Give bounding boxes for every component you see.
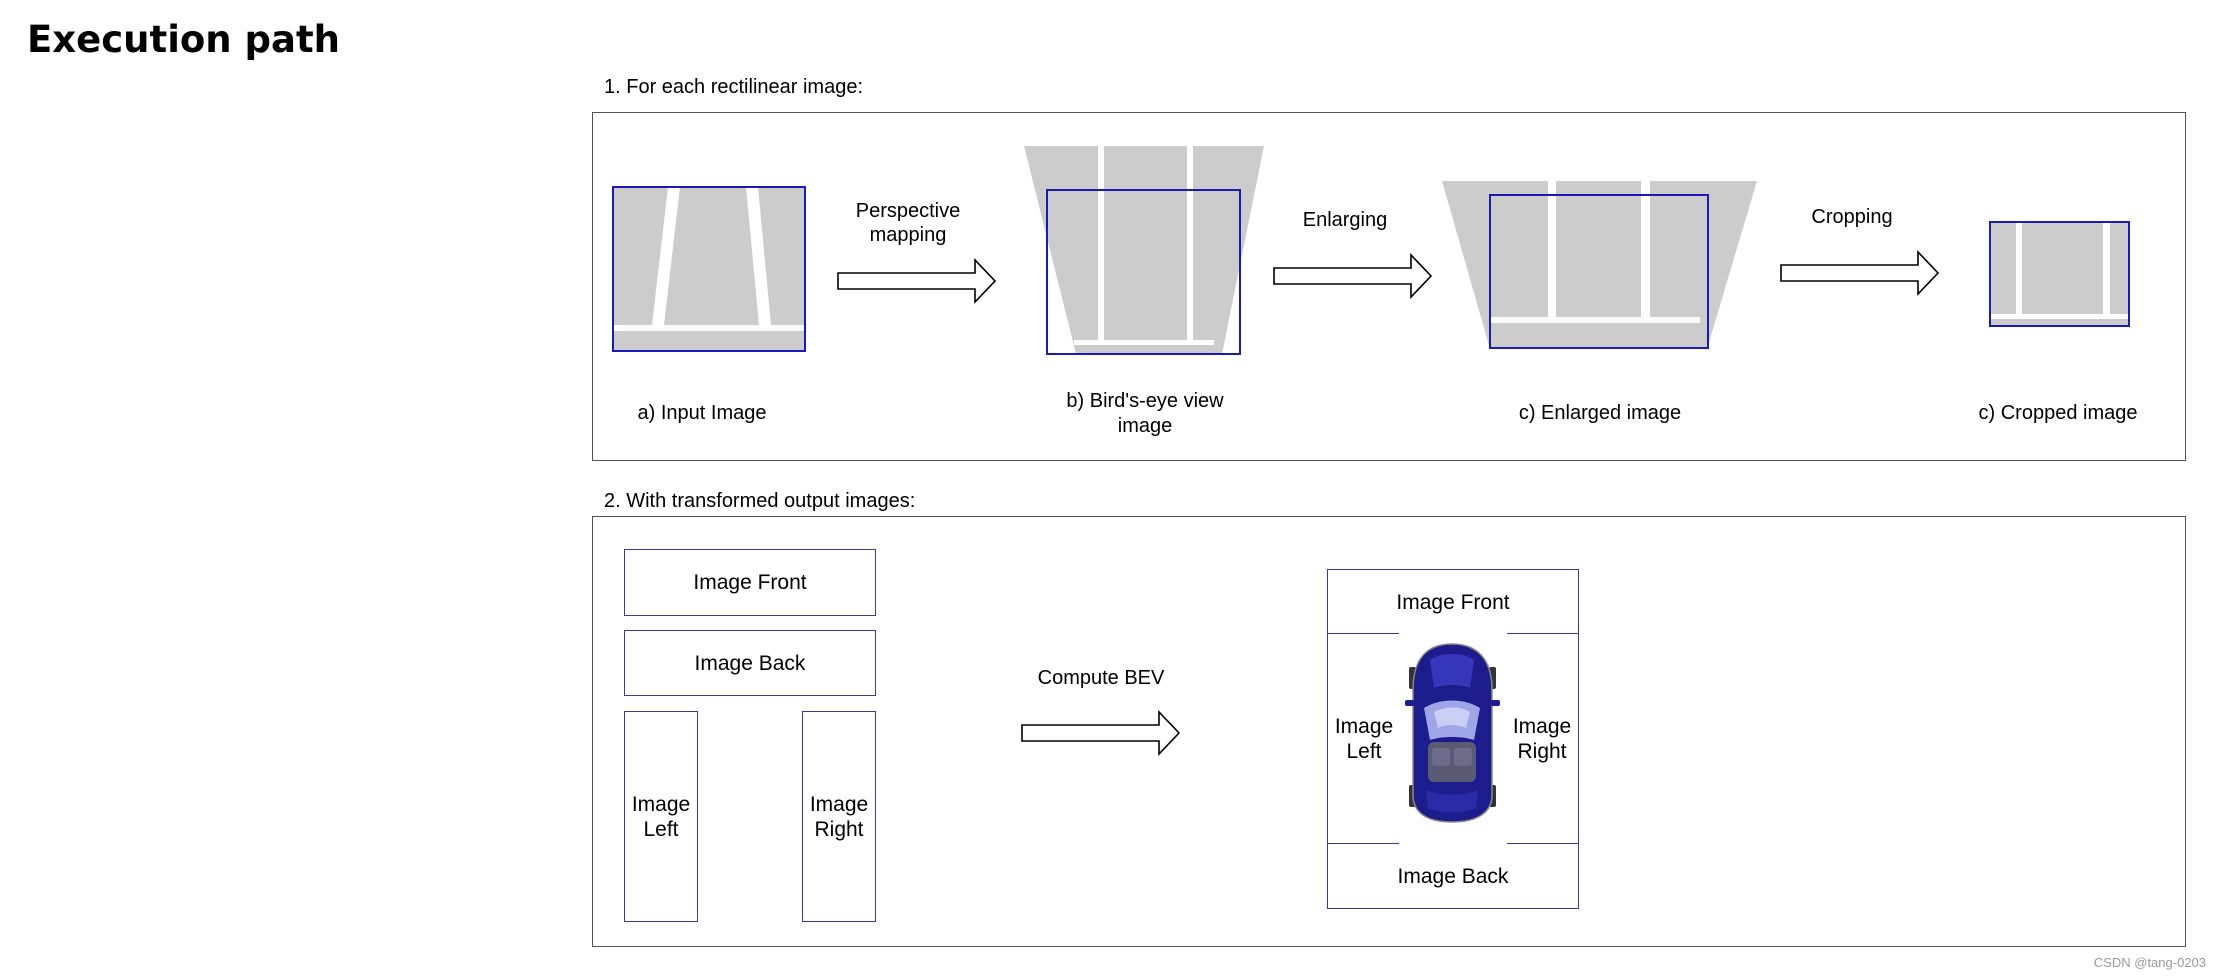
car-top-view-icon xyxy=(1399,633,1507,845)
cropping-arrow-icon xyxy=(1780,250,1940,296)
output-image-back: Image Back xyxy=(1327,843,1579,909)
output-image-right: Image Right xyxy=(1505,633,1579,845)
compute-bev-label: Compute BEV xyxy=(1037,667,1165,689)
caption-birdseye-image: b) Bird's-eye view image xyxy=(1066,390,1224,437)
input-image-left: Image Left xyxy=(624,711,698,922)
input-image-thumbnail xyxy=(612,186,806,352)
birdseye-image-thumbnail xyxy=(1024,146,1264,355)
input-image-front: Image Front xyxy=(624,549,876,616)
compute-bev-arrow-icon xyxy=(1021,710,1181,756)
input-image-back: Image Back xyxy=(624,630,876,696)
perspective-mapping-label: Perspective mapping xyxy=(855,200,961,246)
page-title: Execution path xyxy=(27,18,341,61)
section-2-label: 2. With transformed output images: xyxy=(604,490,916,512)
cropping-label: Cropping xyxy=(1811,206,1893,228)
enlarging-arrow-icon xyxy=(1273,253,1433,299)
enlarged-image-thumbnail xyxy=(1442,181,1757,349)
enlarging-label: Enlarging xyxy=(1302,209,1388,231)
caption-cropped-image: c) Cropped image xyxy=(1978,402,2138,424)
caption-input-image: a) Input Image xyxy=(637,402,767,424)
section-1-label: 1. For each rectilinear image: xyxy=(604,76,864,98)
cropped-image-thumbnail xyxy=(1989,221,2130,327)
output-image-front: Image Front xyxy=(1327,569,1579,635)
watermark: CSDN @tang-0203 xyxy=(2093,955,2206,970)
caption-enlarged-image: c) Enlarged image xyxy=(1518,402,1682,424)
perspective-arrow-icon xyxy=(837,258,997,304)
input-image-right: Image Right xyxy=(802,711,876,922)
output-image-left: Image Left xyxy=(1327,633,1401,845)
